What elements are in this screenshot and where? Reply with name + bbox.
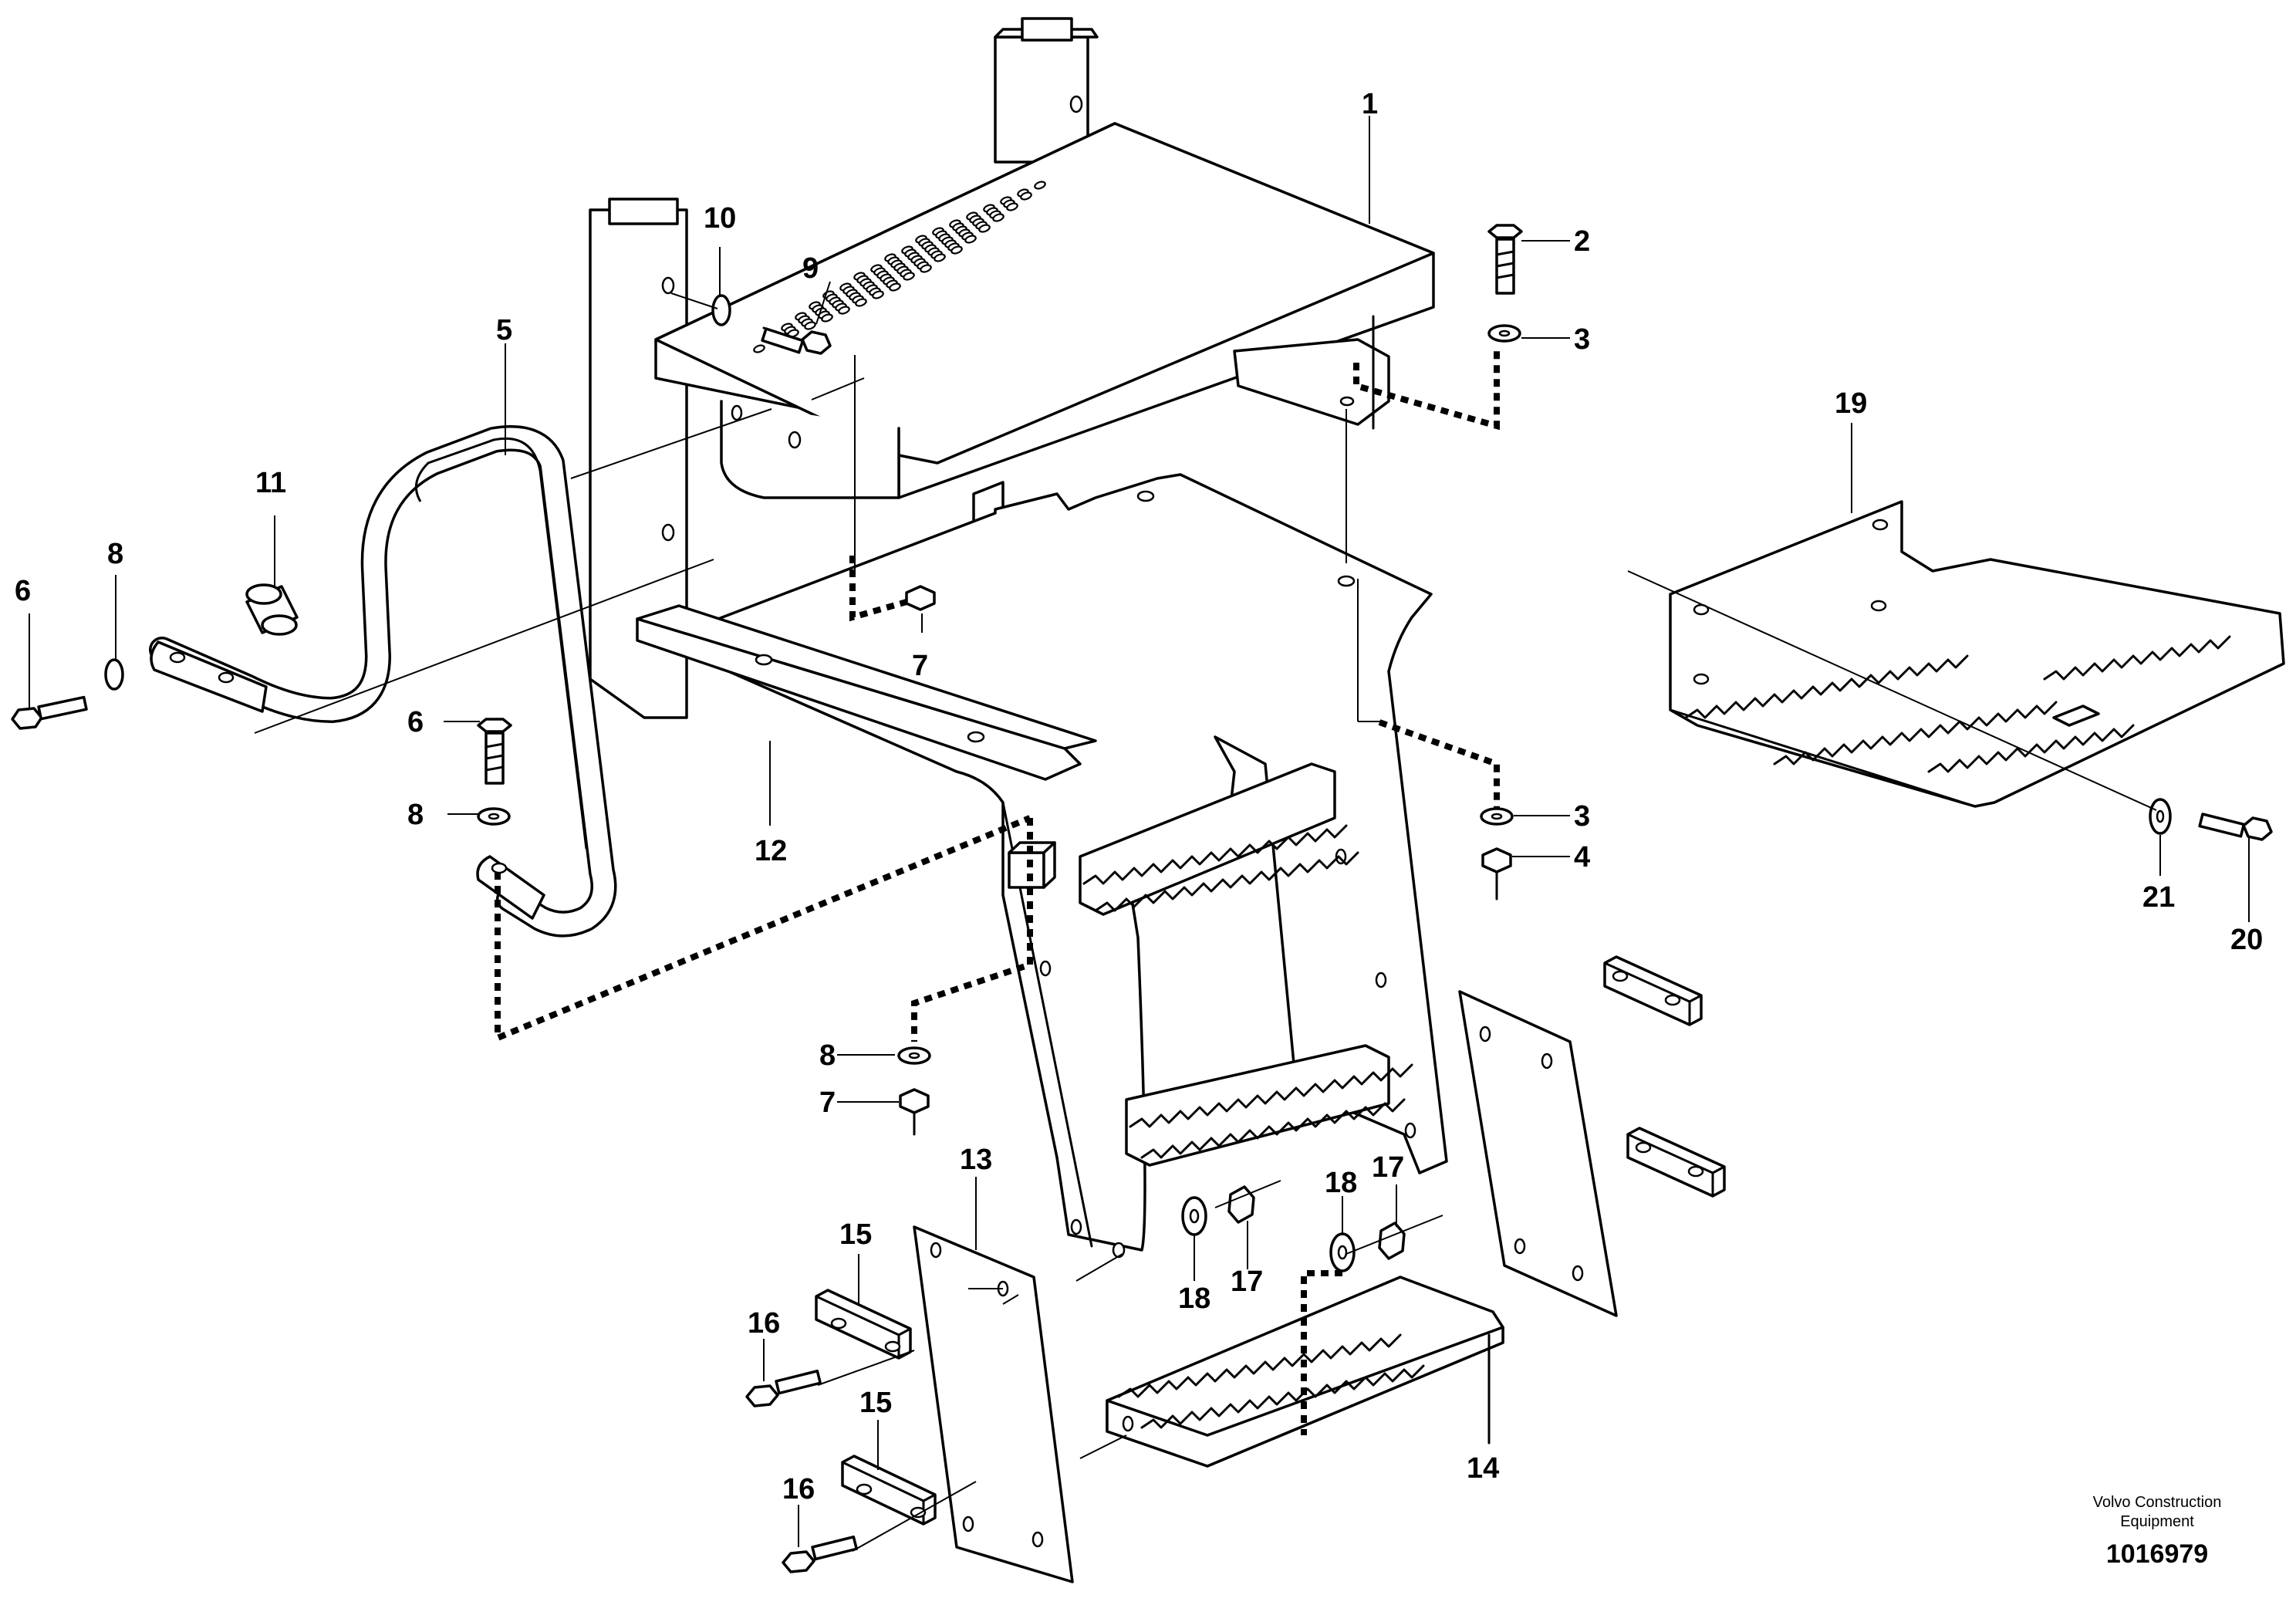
platform-perforation	[1006, 202, 1018, 211]
plate-13	[913, 1225, 1074, 1583]
assembly-lines	[254, 292, 2157, 1552]
brand-block: Volvo Construction Equipment 1016979	[2093, 1494, 2222, 1569]
callout-3-lower: 3	[1574, 800, 1590, 833]
callout-5: 5	[496, 314, 512, 346]
washer-10	[711, 294, 731, 326]
callout-17-left: 17	[1231, 1265, 1263, 1298]
side-step	[1669, 500, 2285, 808]
platform-perforation	[889, 282, 901, 292]
nut-7-lower	[899, 1088, 930, 1136]
callout-4: 4	[1574, 841, 1590, 874]
brand-line-1: Volvo Construction	[2093, 1494, 2222, 1511]
callout-18-left: 18	[1178, 1282, 1210, 1315]
nut-7-upper	[905, 585, 936, 611]
callout-8-lower: 8	[819, 1039, 836, 1072]
spacer	[245, 583, 299, 636]
clamp-plate-15-upper	[815, 1289, 912, 1360]
bolt-16-upper	[745, 1369, 822, 1407]
platform-perforation	[903, 272, 915, 281]
handrail	[149, 425, 617, 938]
bolt-6-lower	[477, 718, 512, 785]
bolt-9	[761, 326, 832, 355]
callout-19: 19	[1835, 387, 1867, 420]
washer-8-mid	[477, 807, 511, 826]
washer-8-lower	[897, 1046, 931, 1065]
platform-perforation	[804, 321, 816, 330]
callout-11: 11	[255, 467, 286, 499]
platform-perforation	[855, 298, 867, 307]
callout-16-lower: 16	[782, 1473, 815, 1505]
bolt-6-left	[11, 695, 88, 730]
platform-perforation	[920, 264, 932, 273]
callout-18-right: 18	[1325, 1167, 1357, 1199]
callout-20: 20	[2230, 924, 2263, 956]
plate-right-large	[1458, 990, 1618, 1317]
washer-3-upper	[1487, 324, 1521, 343]
callout-6-mid: 6	[407, 706, 424, 738]
washer-8-left	[104, 658, 124, 691]
nut-17-left	[1227, 1185, 1255, 1224]
callout-2: 2	[1574, 225, 1590, 258]
nut-4	[1481, 847, 1512, 901]
callout-13: 13	[960, 1144, 992, 1176]
callout-16-upper: 16	[748, 1307, 780, 1340]
callout-15-lower: 15	[859, 1387, 892, 1419]
callout-12: 12	[755, 835, 787, 867]
washer-21	[2149, 798, 2172, 835]
bolt-2	[1487, 224, 1523, 295]
clamp-plate-15-lower	[841, 1455, 937, 1526]
platform-perforation	[1020, 191, 1032, 201]
leader-lines	[29, 116, 2250, 1547]
platform-perforation	[753, 344, 765, 353]
callout-9: 9	[802, 252, 819, 285]
callout-6-left: 6	[15, 575, 31, 607]
platform-perforation	[950, 245, 963, 255]
callout-21: 21	[2142, 881, 2175, 914]
platform-perforation	[992, 213, 1004, 222]
callout-14: 14	[1467, 1452, 1499, 1485]
washer-3-lower	[1480, 807, 1514, 826]
callout-10: 10	[704, 202, 736, 235]
clamp-plate-right-lower	[1626, 1127, 1726, 1198]
ladder-step-middle	[1125, 1044, 1413, 1167]
nut-17-right	[1378, 1222, 1406, 1260]
ladder-step-upper	[1079, 762, 1359, 916]
washer-18-left	[1181, 1196, 1207, 1236]
ladder-frame	[636, 473, 1448, 1259]
callout-1: 1	[1362, 88, 1378, 120]
platform-perforation	[838, 306, 850, 315]
dashed-lines	[495, 351, 1500, 1435]
platform-perforation	[934, 253, 946, 262]
callout-3-upper: 3	[1574, 323, 1590, 356]
callout-17-right: 17	[1372, 1151, 1404, 1184]
callout-7-upper: 7	[912, 650, 928, 682]
platform-perforation	[821, 313, 833, 323]
platform-bracket	[1233, 315, 1390, 430]
platform-perforation	[964, 235, 977, 244]
platform-perforation	[1034, 181, 1046, 190]
platform-perforation	[978, 224, 991, 233]
callout-7-lower: 7	[819, 1086, 836, 1119]
callout-8-left: 8	[107, 538, 123, 570]
document-number: 1016979	[2106, 1539, 2208, 1569]
callout-8-mid: 8	[407, 799, 424, 831]
clamp-plate-right-upper	[1603, 955, 1703, 1026]
bolt-20	[2198, 813, 2273, 841]
platform-perforation	[872, 290, 884, 299]
bolt-16-lower	[782, 1535, 858, 1573]
callouts: 1 2 3 3 4 5 6 6 7 7 8 8 8 9 10 11 12 13 …	[15, 88, 2263, 1505]
callout-15-upper: 15	[839, 1218, 872, 1251]
brand-line-2: Equipment	[2120, 1513, 2194, 1530]
